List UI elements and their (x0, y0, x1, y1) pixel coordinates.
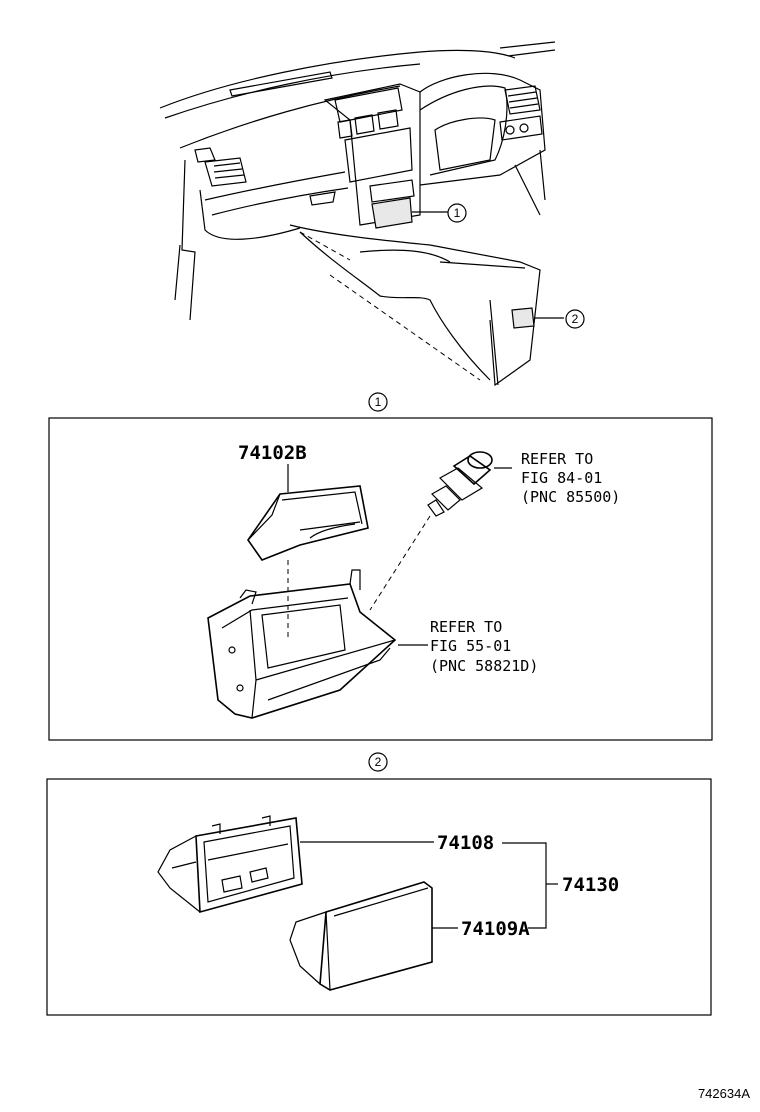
svg-text:1: 1 (375, 395, 382, 409)
part-number-74109a: 74109A (461, 918, 530, 940)
svg-text:1: 1 (454, 206, 461, 220)
ref-b-line2: FIG 55-01 (430, 637, 511, 655)
ashtray-housing (207, 569, 397, 719)
ref-b-line3: (PNC 58821D) (430, 657, 538, 675)
svg-text:2: 2 (375, 755, 382, 769)
callout-2-top: 2 (565, 309, 585, 329)
section-2-frame (46, 778, 712, 1016)
ashtray-insert-74102b (247, 485, 369, 561)
ref-a-line2: FIG 84-01 (521, 469, 602, 487)
figure-code: 742634A (698, 1086, 750, 1101)
part-number-74108: 74108 (437, 832, 494, 854)
svg-text:2: 2 (572, 312, 579, 326)
housing-74108 (157, 815, 303, 914)
tray-74109a (289, 881, 433, 991)
part-number-74130: 74130 (562, 874, 619, 896)
ref-a-line1: REFER TO (521, 450, 593, 468)
callout-1-section: 1 (368, 392, 388, 412)
dashboard-illustration (159, 41, 564, 387)
callout-1-top: 1 (447, 203, 467, 223)
ref-a-line3: (PNC 85500) (521, 488, 620, 506)
callout-2-section: 2 (368, 752, 388, 772)
ref-b-line1: REFER TO (430, 618, 502, 636)
part-number-74102b: 74102B (238, 442, 307, 464)
section-1-frame (48, 417, 713, 741)
switch-socket (427, 451, 493, 517)
